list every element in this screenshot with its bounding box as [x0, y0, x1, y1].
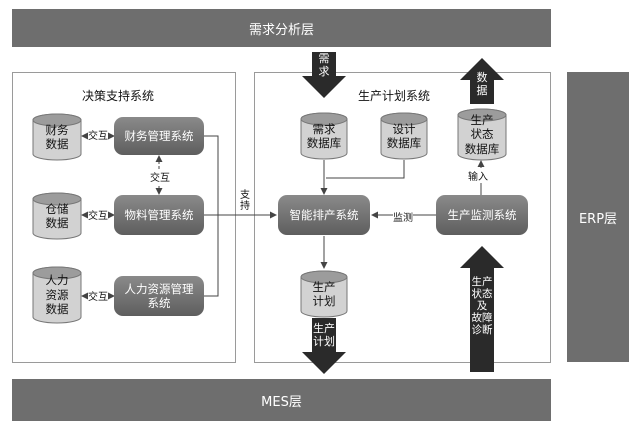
- demand-analysis-layer: 需求分析层: [12, 9, 551, 47]
- erp-layer: ERP层: [567, 72, 629, 362]
- mes-layer: MES层: [12, 379, 551, 421]
- demand-analysis-layer-label: 需求分析层: [248, 22, 314, 38]
- mes-layer-label: MES层: [261, 394, 302, 410]
- hr-system-label: 人力资源管理 系统: [124, 281, 194, 310]
- plan-db-label: 生产 计划: [312, 279, 336, 308]
- finance-system-box: 财务管理系统: [114, 117, 204, 155]
- hr-system-box: 人力资源管理 系统: [114, 276, 204, 316]
- database-icon: [300, 270, 348, 318]
- database-icon: [300, 112, 348, 160]
- demand-arrow-label: 需 求: [318, 52, 330, 78]
- data-arrow-label: 数 据: [476, 71, 488, 97]
- demand-db: 需求 数据库: [300, 112, 348, 160]
- design-db-label: 设计 数据库: [386, 121, 422, 150]
- scheduling-system-box: 智能排产系统: [278, 195, 370, 235]
- monitoring-system-box: 生产监测系统: [436, 195, 528, 235]
- plan-db: 生产 计划: [300, 270, 348, 318]
- status-arrow-label: 生产 状态 及 故障 诊断: [471, 276, 493, 337]
- material-system-box: 物料管理系统: [114, 195, 204, 235]
- warehouse-data-label: 仓储 数据: [45, 201, 69, 230]
- plan-arrow-label: 生产 计划: [313, 322, 335, 348]
- monitor-label: 监测: [393, 209, 413, 224]
- erp-layer-label: ERP层: [578, 211, 618, 227]
- status-db: 生产 状态 数据库: [457, 108, 507, 161]
- hr-data-db: 人力 资源 数据: [32, 266, 82, 324]
- support-label: 支 持: [240, 190, 250, 212]
- database-icon: [380, 112, 428, 160]
- input-label: 输入: [468, 168, 488, 183]
- interact-label-hr: 交互: [88, 288, 108, 303]
- interact-label-warehouse: 交互: [88, 207, 108, 222]
- finance-data-db: 财务 数据: [32, 113, 82, 161]
- finance-data-label: 财务 数据: [45, 122, 69, 151]
- material-system-label: 物料管理系统: [124, 207, 194, 222]
- hr-data-label: 人力 资源 数据: [45, 273, 69, 317]
- design-db: 设计 数据库: [380, 112, 428, 160]
- scheduling-system-label: 智能排产系统: [289, 207, 359, 222]
- database-icon: [32, 113, 82, 161]
- database-icon: [32, 192, 82, 240]
- database-icon: [457, 108, 507, 161]
- interact-label-finance: 交互: [88, 127, 108, 142]
- warehouse-data-db: 仓储 数据: [32, 192, 82, 240]
- decision-support-title: 决策支持系统: [82, 89, 155, 103]
- status-db-label: 生产 状态 数据库: [464, 112, 500, 156]
- production-plan-title: 生产计划系统: [358, 89, 431, 103]
- database-icon: [32, 266, 82, 324]
- monitoring-system-label: 生产监测系统: [447, 207, 517, 222]
- demand-db-label: 需求 数据库: [306, 121, 342, 150]
- finance-system-label: 财务管理系统: [124, 128, 194, 143]
- interact-label-vertical: 交互: [150, 169, 170, 184]
